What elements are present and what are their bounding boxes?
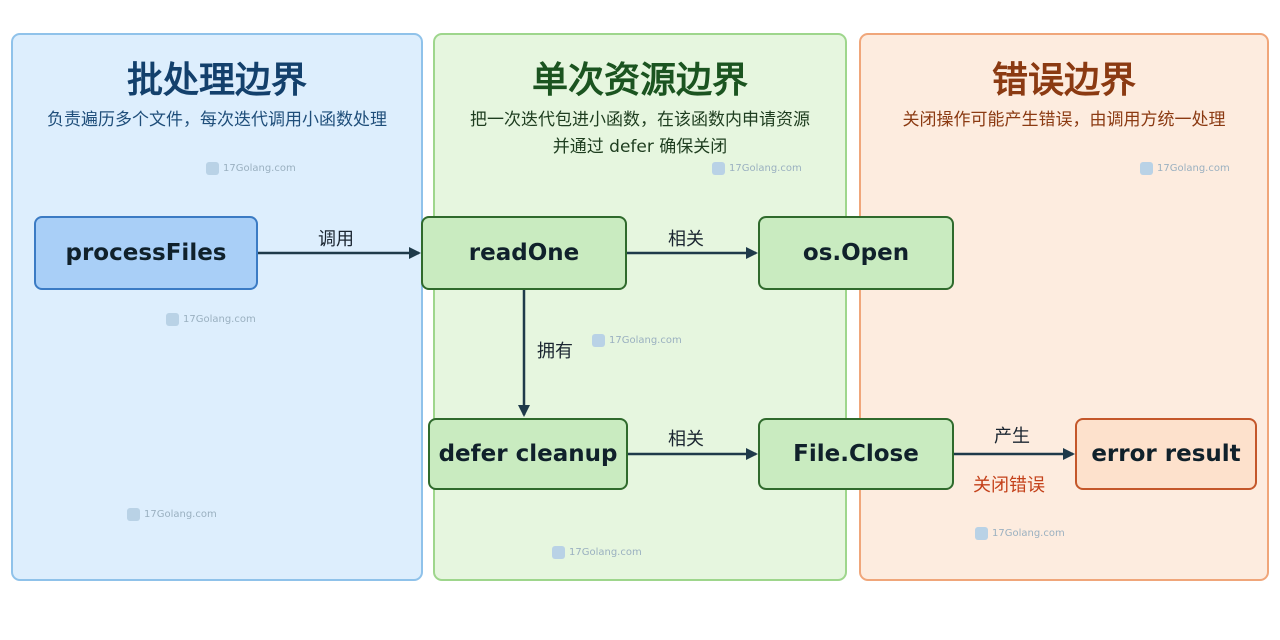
watermark-logo-icon bbox=[127, 508, 140, 521]
single-resource-desc-line2: 并通过 defer 确保关闭 bbox=[552, 137, 728, 157]
batch-boundary-desc: 负责遍历多个文件，每次迭代调用小函数处理 bbox=[47, 110, 387, 130]
error-boundary-title: 错误边界 bbox=[991, 60, 1136, 101]
watermark: 17Golang.com bbox=[975, 527, 1065, 540]
edge-label-call: 调用 bbox=[318, 229, 354, 250]
watermark-logo-icon bbox=[552, 546, 565, 559]
node-os-open: os.Open bbox=[758, 216, 954, 290]
edge-label-related-open: 相关 bbox=[668, 229, 704, 250]
watermark-logo-icon bbox=[1140, 162, 1153, 175]
node-process-files: processFiles bbox=[34, 216, 258, 290]
watermark-logo-icon bbox=[206, 162, 219, 175]
watermark-logo-icon bbox=[166, 313, 179, 326]
watermark: 17Golang.com bbox=[1140, 162, 1230, 175]
watermark: 17Golang.com bbox=[552, 546, 642, 559]
watermark: 17Golang.com bbox=[712, 162, 802, 175]
watermark: 17Golang.com bbox=[592, 334, 682, 347]
node-read-one: readOne bbox=[421, 216, 627, 290]
single-resource-desc-line1: 把一次迭代包进小函数，在该函数内申请资源 bbox=[470, 110, 810, 130]
single-resource-boundary-title: 单次资源边界 bbox=[531, 60, 748, 101]
watermark: 17Golang.com bbox=[166, 313, 256, 326]
watermark-logo-icon bbox=[975, 527, 988, 540]
batch-boundary-title: 批处理边界 bbox=[126, 60, 307, 101]
edge-label-close-error: 关闭错误 bbox=[973, 475, 1045, 496]
watermark: 17Golang.com bbox=[127, 508, 217, 521]
watermark-logo-icon bbox=[712, 162, 725, 175]
edge-label-related-close: 相关 bbox=[668, 429, 704, 450]
error-boundary-desc: 关闭操作可能产生错误，由调用方统一处理 bbox=[902, 110, 1226, 130]
node-file-close: File.Close bbox=[758, 418, 954, 490]
edge-label-produces: 产生 bbox=[994, 426, 1030, 447]
edge-label-owns: 拥有 bbox=[537, 341, 573, 362]
batch-boundary-panel: 批处理边界 负责遍历多个文件，每次迭代调用小函数处理 bbox=[11, 33, 423, 581]
node-defer-cleanup: defer cleanup bbox=[428, 418, 628, 490]
single-resource-boundary-desc: 把一次迭代包进小函数，在该函数内申请资源 并通过 defer 确保关闭 bbox=[447, 107, 833, 161]
watermark: 17Golang.com bbox=[206, 162, 296, 175]
node-error-result: error result bbox=[1075, 418, 1257, 490]
watermark-logo-icon bbox=[592, 334, 605, 347]
